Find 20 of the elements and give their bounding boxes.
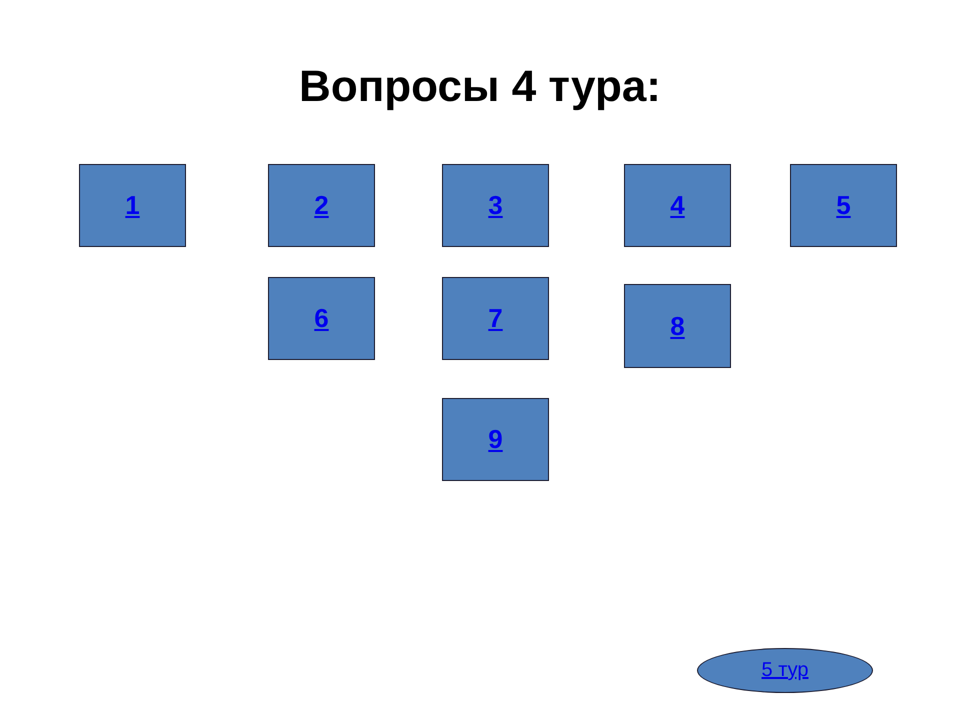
title: Вопросы 4 тура: [298,62,662,112]
link: 6 [314,303,329,334]
question-tile [624,164,731,247]
question-tile [268,277,375,360]
question-tile [442,277,549,360]
link: 4 [670,190,685,221]
question-tile [268,164,375,247]
link: 2 [314,190,329,221]
link: 8 [670,310,685,342]
link: 9 [488,424,503,455]
question-tile [442,398,549,481]
link: 5 тур [762,659,808,682]
question-tile [442,164,549,247]
link: 1 [125,190,140,221]
question-tile [624,284,731,368]
link: 3 [488,190,503,221]
link: 5 [836,190,851,221]
question-tile [790,164,897,247]
question-tile [79,164,186,247]
link: 7 [488,303,503,334]
